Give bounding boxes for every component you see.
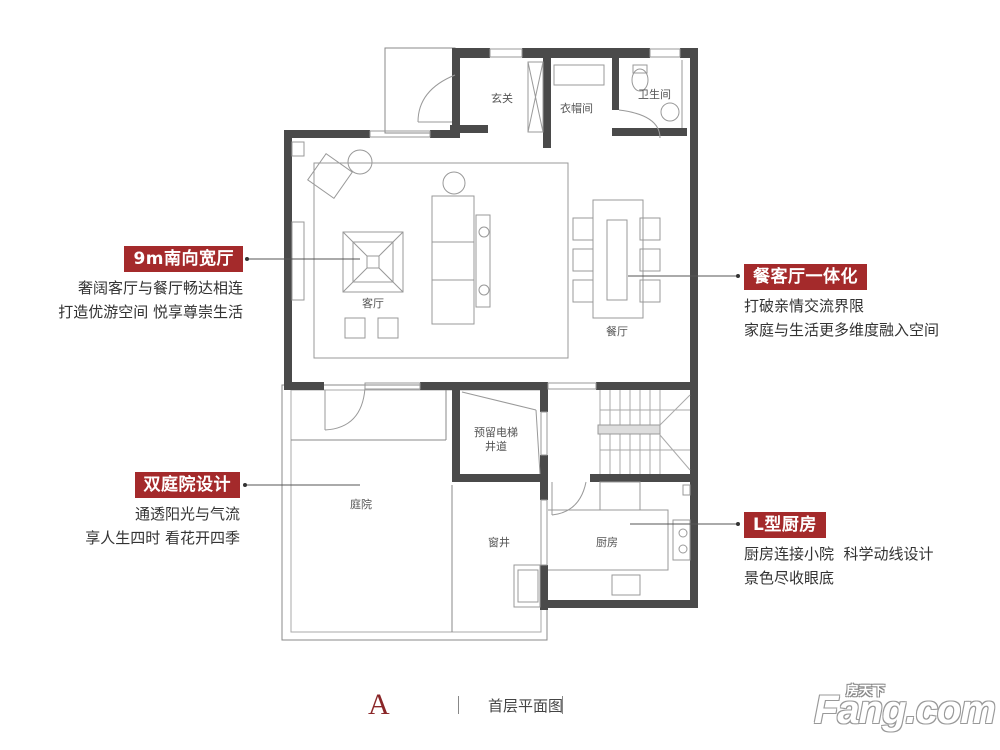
room-label-window-well: 窗井 — [488, 536, 510, 549]
callout-desc: 厨房连接小院 科学动线设计 — [744, 545, 934, 563]
callout-dining-living: 餐客厅一体化 打破亲情交流界限 家庭与生活更多维度融入空间 — [744, 264, 939, 342]
room-label-dining: 餐厅 — [606, 325, 628, 338]
callout-leaders — [245, 258, 738, 525]
callout-badge: 9m南向宽厅 — [124, 246, 243, 272]
callout-desc: 享人生四时 看花开四季 — [85, 529, 240, 547]
callout-badge: 餐客厅一体化 — [744, 264, 867, 290]
callout-desc: 奢阔客厅与餐厅畅达相连 — [77, 279, 243, 297]
elevator-label-line1: 预留电梯 — [474, 426, 518, 439]
plan-title: 首层平面图 — [488, 697, 564, 715]
room-label-bathroom: 卫生间 — [638, 88, 671, 101]
watermark-sub: 房天下 — [846, 684, 886, 699]
plan-type-letter: A — [368, 688, 390, 721]
callout-desc: 通透阳光与气流 — [134, 505, 240, 523]
footer-divider — [562, 696, 563, 714]
watermark-main: Fang.com — [814, 688, 996, 732]
room-label-entrance: 玄关 — [491, 92, 513, 105]
fang-watermark-logo: Fang.com 房天下 — [814, 680, 996, 732]
callout-desc: 景色尽收眼底 — [744, 569, 835, 587]
callout-wide-hall: 9m南向宽厅 奢阔客厅与餐厅畅达相连 打造优游空间 悦享尊崇生活 — [58, 246, 243, 324]
callout-badge: L型厨房 — [744, 512, 826, 538]
elevator-label-line2: 井道 — [485, 439, 507, 453]
callout-badge: 双庭院设计 — [134, 472, 240, 498]
room-label-elevator: 预留电梯 井道 — [474, 426, 518, 454]
room-label-courtyard: 庭院 — [350, 498, 372, 511]
room-label-cloakroom: 衣帽间 — [560, 102, 593, 115]
room-label-kitchen: 厨房 — [596, 536, 618, 549]
room-label-living: 客厅 — [362, 297, 384, 310]
callout-desc: 家庭与生活更多维度融入空间 — [744, 321, 940, 339]
callout-l-kitchen: L型厨房 厨房连接小院 科学动线设计 景色尽收眼底 — [744, 512, 934, 590]
callout-double-courtyard: 双庭院设计 通透阳光与气流 享人生四时 看花开四季 — [85, 472, 240, 550]
callout-desc: 打破亲情交流界限 — [744, 297, 865, 315]
walls — [284, 48, 698, 610]
footer-divider — [458, 696, 459, 714]
porch-outline — [384, 47, 456, 134]
callout-desc: 打造优游空间 悦享尊崇生活 — [58, 303, 243, 321]
